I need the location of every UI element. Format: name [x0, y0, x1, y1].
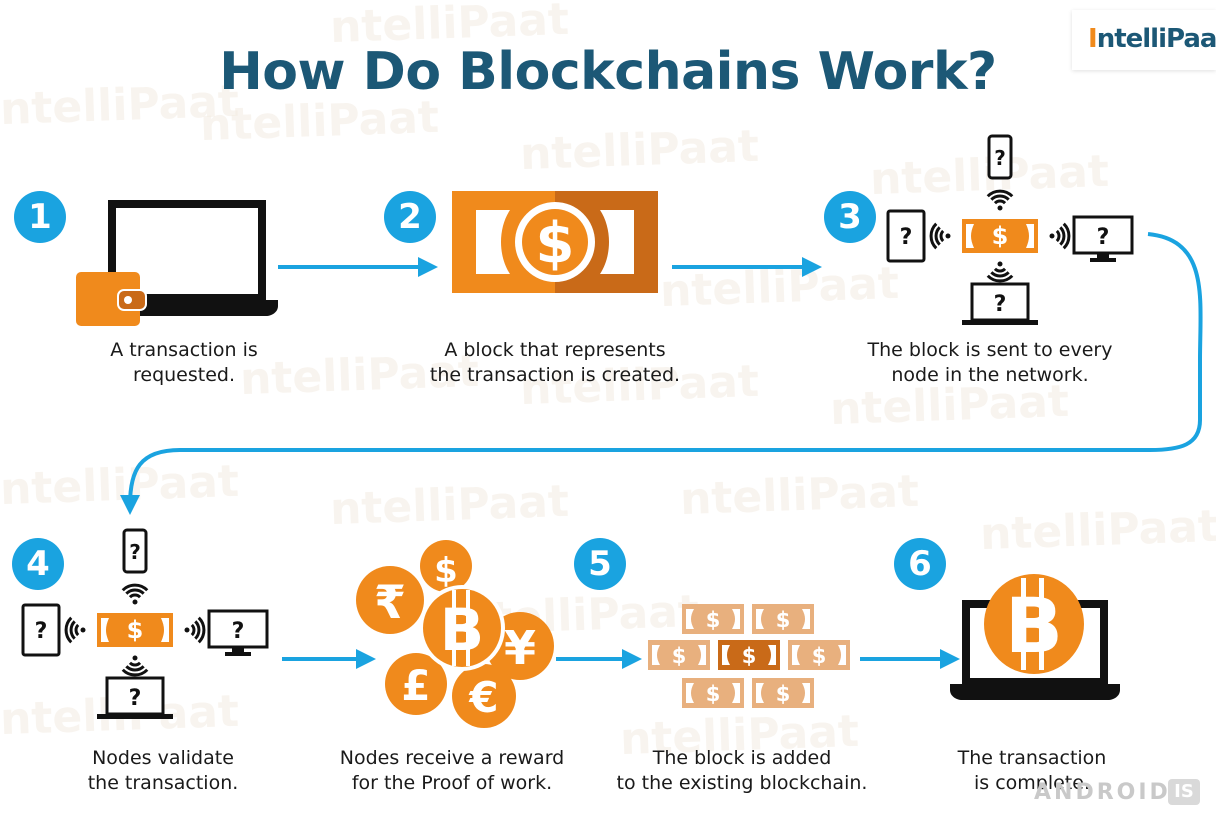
caption-line: A block that represents [444, 339, 666, 361]
question-mark: ? [994, 146, 1006, 170]
site-watermark: ANDROID [1034, 780, 1171, 805]
step-3-caption: The block is sent to every node in the n… [850, 338, 1130, 388]
caption-line: for the Proof of work. [351, 772, 553, 794]
caption-line: A transaction is [110, 339, 258, 361]
svg-text:$: $ [706, 608, 721, 632]
chain-block-icon: $ [752, 604, 814, 634]
question-mark: ? [900, 225, 913, 250]
reward-caption: Nodes receive a reward for the Proof of … [316, 746, 588, 796]
wifi-signal-icon [986, 261, 1014, 283]
step-4-caption: Nodes validate the transaction. [50, 746, 276, 796]
chain-block-icon: $ [788, 640, 850, 670]
caption-line: is complete. [973, 772, 1090, 794]
caption-line: The transaction [957, 747, 1107, 769]
wifi-signal-icon [121, 655, 149, 677]
svg-text:$: $ [742, 644, 757, 668]
monitor-icon: ? [1072, 215, 1134, 262]
question-mark: ? [129, 686, 142, 711]
step-1-caption: A transaction is requested. [74, 338, 294, 388]
svg-text:¥: ¥ [504, 621, 536, 675]
caption-line: the transaction. [87, 772, 239, 794]
caption-line: to the existing blockchain. [616, 772, 868, 794]
step-4-badge: 4 [12, 538, 64, 590]
caption-line: The block is added [652, 747, 832, 769]
banknote-icon: $ [452, 191, 658, 293]
monitor-icon: ? [207, 609, 269, 656]
center-banknote-icon: $ [97, 613, 173, 647]
step-6-caption: The transaction is complete. [924, 746, 1140, 796]
logo-word: ntelliPaat [1096, 24, 1216, 54]
step-5-caption: The block is added to the existing block… [600, 746, 884, 796]
laptop-node-icon: ? [97, 676, 173, 719]
logo-i: I [1088, 24, 1098, 54]
question-mark: ? [994, 292, 1007, 317]
svg-text:₹: ₹ [374, 575, 406, 629]
step-1-badge: 1 [14, 191, 66, 243]
laptop-node-icon: ? [962, 282, 1038, 325]
svg-text:$: $ [776, 682, 791, 706]
chain-block-icon: $ [648, 640, 710, 670]
step-5-badge: 5 [574, 538, 626, 590]
chain-block-icon: $ [682, 678, 744, 708]
wifi-signal-icon [986, 189, 1014, 211]
phone-icon: ? [122, 528, 148, 574]
step-2-caption: A block that represents the transaction … [400, 338, 710, 388]
bitcoin-icon: B [1005, 581, 1063, 670]
page-title: How Do Blockchains Work? [219, 42, 997, 102]
svg-text:$: $ [672, 644, 687, 668]
svg-text:$: $ [992, 222, 1009, 250]
logo-box [1072, 10, 1216, 70]
reward-coins-icon: $ ₹ ¥ £ € B [356, 540, 554, 728]
phone-icon: ? [987, 134, 1013, 180]
network-icon-3: $???? [886, 134, 1134, 325]
svg-text:$: $ [812, 644, 827, 668]
step-2-badge: 2 [384, 191, 436, 243]
svg-text:$: $ [776, 608, 791, 632]
caption-line: The block is sent to every [867, 339, 1113, 361]
question-mark: ? [1097, 225, 1110, 250]
arrow-3-4 [120, 232, 1203, 515]
caption-line: Nodes validate [92, 747, 234, 769]
network-icon-4: $???? [21, 528, 269, 719]
wifi-signal-icon [121, 583, 149, 605]
new-block-icon: $ [718, 640, 780, 670]
wallet-icon [76, 272, 147, 326]
wifi-signal-icon [64, 616, 86, 644]
dollar-icon: $ [536, 211, 575, 276]
caption-line: the transaction is created. [429, 364, 681, 386]
svg-text:€: € [468, 673, 498, 722]
chain-block-icon: $ [752, 678, 814, 708]
caption-line: requested. [132, 364, 235, 386]
wifi-signal-icon [184, 616, 206, 644]
wifi-signal-icon [1049, 222, 1071, 250]
svg-text:$: $ [434, 551, 458, 591]
question-mark: ? [129, 540, 141, 564]
svg-text:$: $ [706, 682, 721, 706]
caption-line: Nodes receive a reward [339, 747, 565, 769]
logo: IntelliPaat [1088, 24, 1216, 54]
question-mark: ? [232, 619, 245, 644]
center-banknote-icon: $ [962, 219, 1038, 253]
step-6-badge: 6 [894, 538, 946, 590]
tablet-icon: ? [886, 209, 926, 263]
question-mark: ? [35, 619, 48, 644]
svg-text:£: £ [401, 661, 430, 710]
complete-laptop-icon: B [950, 574, 1120, 700]
svg-text:$: $ [127, 616, 144, 644]
svg-text:B: B [440, 596, 484, 664]
blockchain-icon: $ $ $ $ $ $ $ [648, 604, 850, 708]
tablet-icon: ? [21, 603, 61, 657]
caption-line: node in the network. [891, 364, 1089, 386]
chain-block-icon: $ [682, 604, 744, 634]
wifi-signal-icon [929, 222, 951, 250]
site-watermark-badge: IS [1168, 779, 1200, 805]
step-3-badge: 3 [824, 191, 876, 243]
